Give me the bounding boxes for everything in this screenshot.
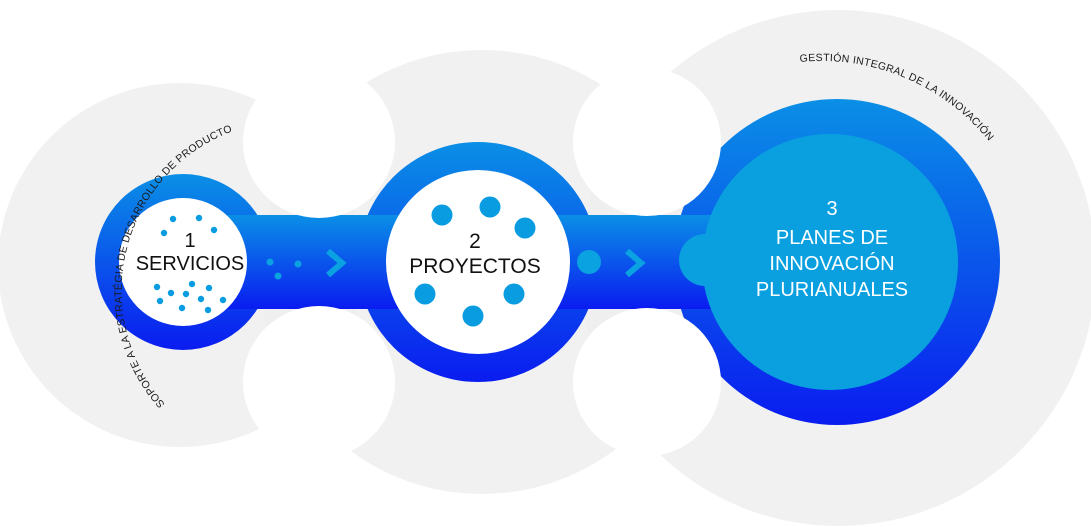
stage-1-dots-icon [153,214,227,314]
connector-dot-icon [577,250,601,274]
stage-2-dots-icon [414,196,536,327]
chevron-right-icon [625,248,646,278]
connector-dots-icon [266,258,302,280]
stage-2-number: 2 [469,230,481,253]
stage-3-number: 3 [826,198,837,220]
stage-3-label-line-1: PLANES DE [776,227,888,249]
stage-1-label: SERVICIOS [136,253,245,275]
stage-1-number: 1 [184,230,195,252]
chevron-right-icon [326,248,347,278]
stage-2-label: PROYECTOS [409,255,540,278]
stage-3-circle[interactable] [702,134,958,390]
stage-3-label-line-3: PLURIANUALES [756,279,908,301]
stage-3-label-line-2: INNOVACIÓN [769,252,894,275]
